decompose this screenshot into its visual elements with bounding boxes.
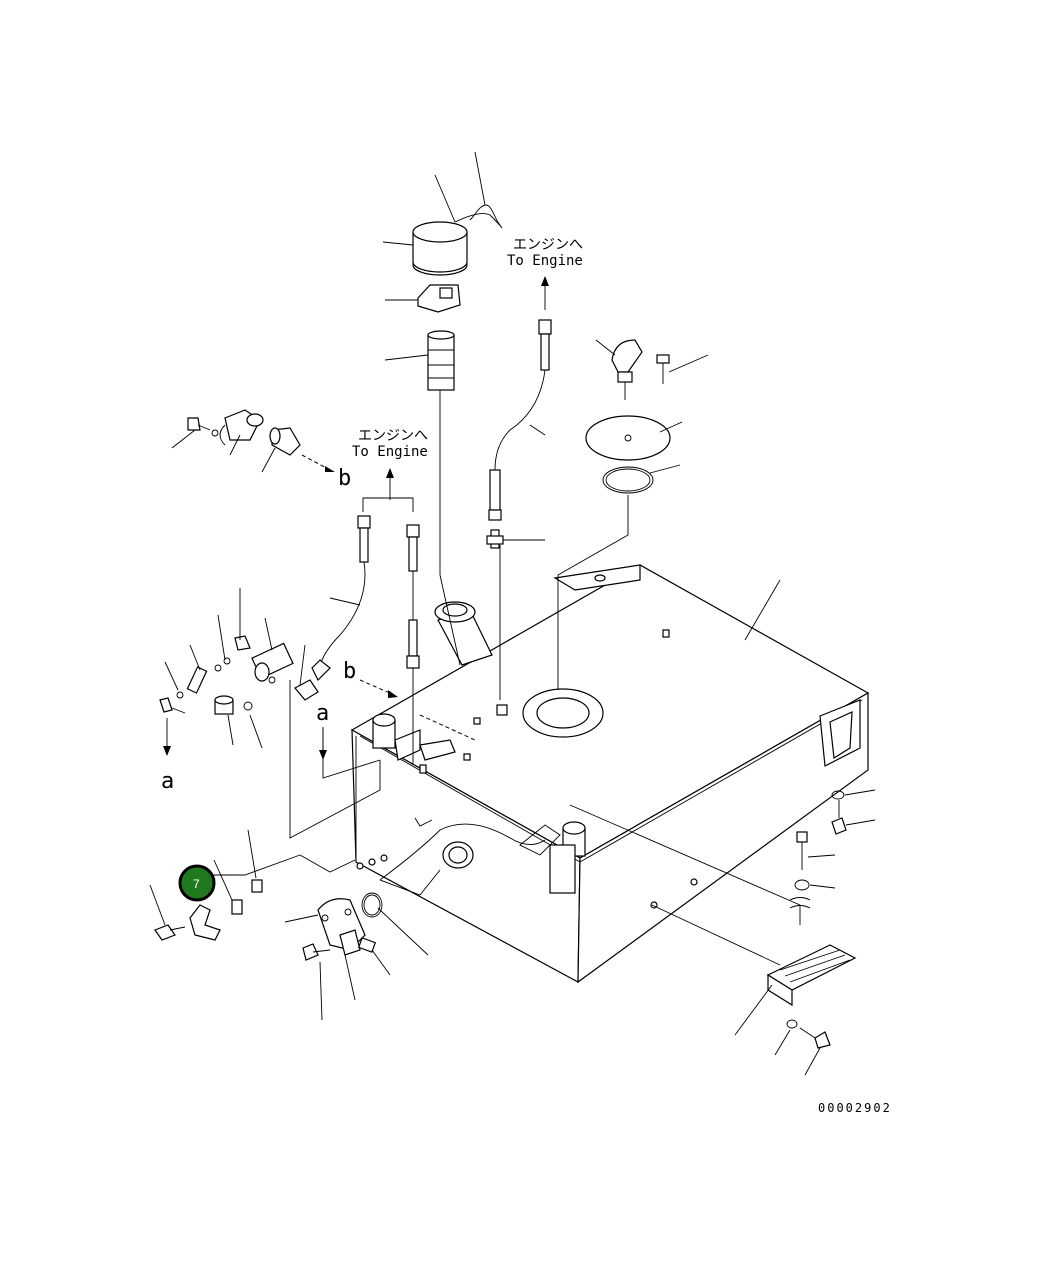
connection-a-lower: a	[161, 769, 174, 794]
step-assembly	[766, 944, 857, 1049]
connection-b-lower: b	[343, 659, 356, 684]
fuel-tank	[350, 564, 870, 984]
engine-label-jp-left: エンジンへ	[358, 428, 428, 444]
leader-lines	[149, 151, 876, 1076]
filler-cap-assembly	[412, 204, 503, 391]
engine-label-en-left: To Engine	[352, 444, 428, 460]
connection-a-upper: a	[316, 701, 329, 726]
engine-return-line	[486, 276, 552, 549]
connection-b-upper: b	[338, 466, 351, 491]
breather-assembly	[585, 339, 671, 494]
engine-label-jp-top: エンジンへ	[513, 237, 583, 253]
lower-left-parts	[154, 854, 301, 941]
callout-number: 7	[193, 877, 200, 891]
upper-left-fittings	[187, 409, 335, 472]
guide-lines	[289, 390, 801, 966]
callout-hotspot-7[interactable]: 7	[178, 864, 216, 902]
left-valve-group	[159, 635, 319, 756]
document-number: 00002902	[818, 1101, 892, 1115]
engine-label-en-top: To Engine	[507, 253, 583, 269]
right-fasteners	[789, 790, 847, 909]
engine-supply-lines	[311, 468, 420, 765]
lower-center-parts	[302, 892, 383, 961]
